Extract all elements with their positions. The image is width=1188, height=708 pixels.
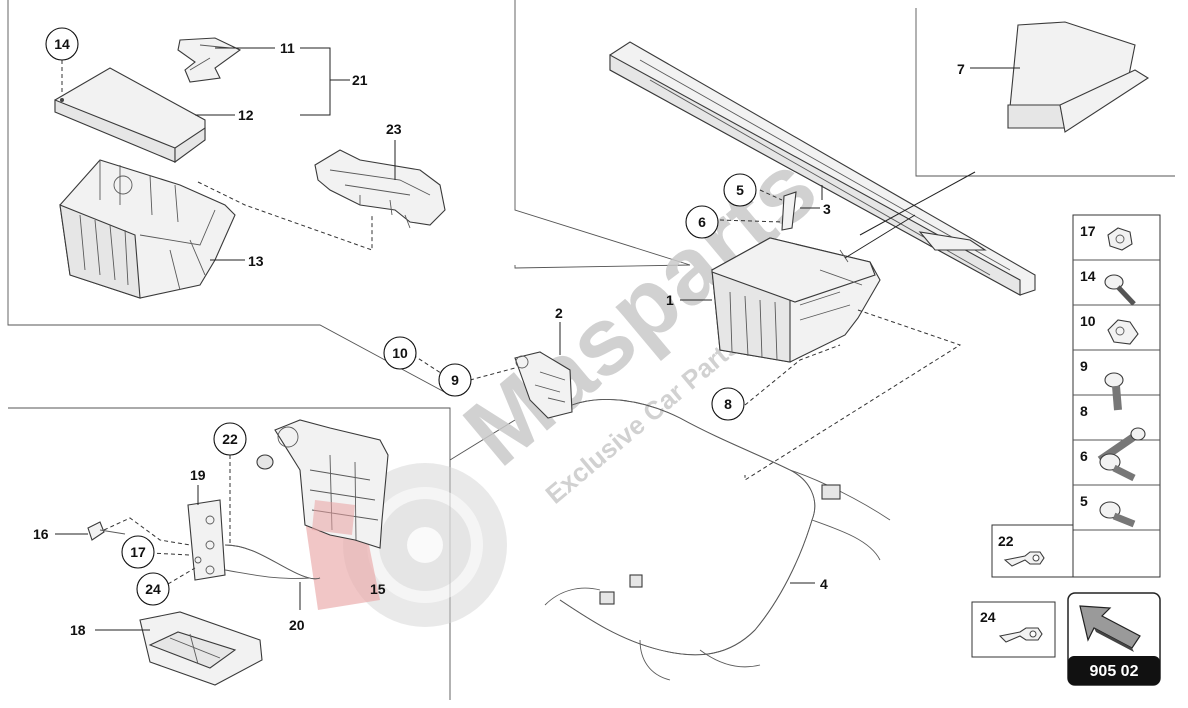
ring-terminal-icon <box>998 627 1043 643</box>
flange-bolt-icon <box>1104 274 1136 306</box>
callout-circle-9: 9 <box>438 363 472 397</box>
callout-13: 13 <box>248 253 264 269</box>
callout-16: 16 <box>33 526 49 542</box>
svg-text:17: 17 <box>130 544 146 560</box>
callout-20: 20 <box>289 617 305 633</box>
part-cable-20 <box>224 544 321 580</box>
svg-text:6: 6 <box>698 214 706 230</box>
part-manual-7 <box>1007 21 1150 133</box>
part-battery-box-13 <box>59 159 236 299</box>
page-code-badge: 905 02 <box>1067 592 1161 686</box>
callout-12: 12 <box>238 107 254 123</box>
part-fuse-carrier-18 <box>139 611 263 686</box>
callout-18: 18 <box>70 622 86 638</box>
part-grommet-22 <box>256 454 274 470</box>
svg-text:10: 10 <box>392 345 408 361</box>
hardware-table: 17 14 10 9 <box>991 214 1161 578</box>
part-lid-12 <box>54 67 206 164</box>
hardware-box-24: 24 <box>971 601 1056 658</box>
hardware-row-10: 10 <box>1080 313 1139 345</box>
svg-text:5: 5 <box>736 182 744 198</box>
hardware-row-14: 14 <box>1080 268 1136 306</box>
callout-circle-8: 8 <box>711 387 745 421</box>
hardware-row-5: 5 <box>1080 493 1136 528</box>
cap-nut-icon <box>1107 319 1139 345</box>
callout-7: 7 <box>957 61 965 77</box>
flange-bolt-icon <box>1104 372 1124 411</box>
callout-labels: 11 21 12 23 13 7 3 1 2 4 15 19 16 20 18 <box>33 40 965 638</box>
svg-text:17: 17 <box>1080 223 1096 239</box>
svg-text:24: 24 <box>980 609 996 625</box>
hardware-row-22: 22 <box>998 533 1045 567</box>
callout-circle-10: 10 <box>383 336 417 370</box>
callout-circle-6: 6 <box>685 205 719 239</box>
callout-circle-24: 24 <box>136 572 170 606</box>
callout-23: 23 <box>386 121 402 137</box>
part-wiring-harness-4 <box>544 398 891 681</box>
svg-text:6: 6 <box>1080 448 1088 464</box>
callout-11: 11 <box>280 40 295 56</box>
callout-circle-17: 17 <box>121 535 155 569</box>
part-rail <box>609 41 1036 296</box>
callout-4: 4 <box>820 576 828 592</box>
svg-text:10: 10 <box>1080 313 1096 329</box>
part-holder-23 <box>314 149 446 229</box>
callout-3: 3 <box>823 201 831 217</box>
svg-text:14: 14 <box>1080 268 1096 284</box>
svg-text:5: 5 <box>1080 493 1088 509</box>
callout-circle-5: 5 <box>723 173 757 207</box>
hardware-row-17: 17 <box>1080 223 1133 251</box>
hardware-row-6: 6 <box>1080 448 1136 482</box>
svg-text:22: 22 <box>998 533 1014 549</box>
page-code: 905 02 <box>1090 663 1139 680</box>
callout-circle-22: 22 <box>213 422 247 456</box>
svg-text:8: 8 <box>1080 403 1088 419</box>
hex-nut-icon <box>1107 227 1133 251</box>
svg-text:9: 9 <box>1080 358 1088 374</box>
panel-borders <box>7 0 1175 700</box>
circled-callouts: 14 5 6 10 9 8 22 17 <box>45 27 757 606</box>
svg-text:8: 8 <box>724 396 732 412</box>
part-bracket-11 <box>177 37 242 83</box>
svg-text:14: 14 <box>54 36 70 52</box>
callout-1: 1 <box>666 292 674 308</box>
svg-text:24: 24 <box>145 581 161 597</box>
part-strap-3 <box>781 191 797 231</box>
part-control-unit-2 <box>514 351 573 419</box>
part-bolt-16 <box>87 521 126 541</box>
svg-text:22: 22 <box>222 431 238 447</box>
callout-21: 21 <box>352 72 368 88</box>
direction-arrow-icon <box>1079 605 1141 652</box>
ring-terminal-icon <box>1003 551 1045 567</box>
callout-15: 15 <box>370 581 386 597</box>
part-plate-19 <box>187 499 226 581</box>
part-carrier-15 <box>274 419 389 549</box>
leader-lines <box>55 47 1020 631</box>
callout-2: 2 <box>555 305 563 321</box>
svg-text:9: 9 <box>451 372 459 388</box>
part-battery-1 <box>711 237 881 363</box>
callout-19: 19 <box>190 467 206 483</box>
torx-screw-icon <box>1099 453 1136 482</box>
hardware-row-9: 9 <box>1080 358 1124 411</box>
torx-screw-icon <box>1099 501 1136 528</box>
callout-circle-14: 14 <box>45 27 79 61</box>
